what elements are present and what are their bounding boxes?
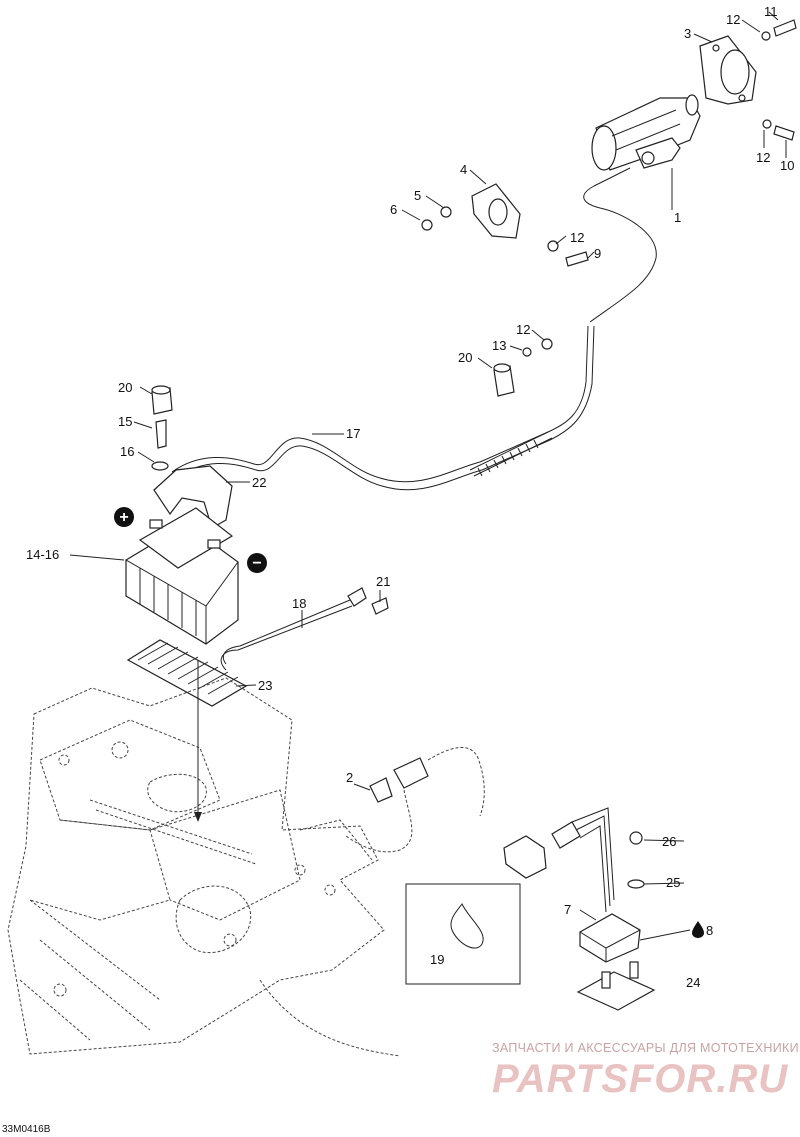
callout-6: 6: [390, 202, 397, 217]
callout-20-right: 20: [458, 350, 472, 365]
callout-12-right: 12: [756, 150, 770, 165]
callout-8: 8: [706, 923, 713, 938]
battery-bolt: [151, 419, 169, 471]
callout-19: 19: [430, 952, 444, 967]
callout-18: 18: [292, 596, 306, 611]
fluid-drop-icon: [692, 921, 704, 938]
callout-12-top: 12: [726, 12, 740, 27]
callout-23: 23: [258, 678, 272, 693]
callout-3: 3: [684, 26, 691, 41]
callout-21: 21: [376, 574, 390, 589]
callout-26: 26: [662, 834, 676, 849]
positive-terminal-icon: +: [114, 507, 134, 527]
watermark-tagline: ЗАПЧАСТИ И АКСЕССУАРЫ ДЛЯ МОТОТЕХНИКИ: [492, 1041, 799, 1055]
callout-14-16: 14-16: [26, 547, 59, 562]
callout-13: 13: [492, 338, 506, 353]
callout-1: 1: [674, 210, 681, 225]
drawing-code: 33M0416B: [2, 1124, 51, 1135]
callout-20-left: 20: [118, 380, 132, 395]
callout-7: 7: [564, 902, 571, 917]
watermark-logo: PARTSFOR.RU: [492, 1057, 789, 1101]
leader-lines: [69, 11, 787, 941]
callout-22: 22: [252, 475, 266, 490]
callout-9: 9: [594, 246, 601, 261]
callout-10: 10: [780, 158, 794, 173]
chassis-frame: [7, 660, 401, 1057]
callout-labels: 1 2 3 4 5 6 7 8 9 10 11 12 12 12 12 13 1…: [26, 4, 794, 990]
starter-motor: [591, 94, 701, 171]
fastener-set: [421, 19, 797, 357]
starter-support-plate: [471, 183, 521, 239]
battery-clamp: [153, 465, 233, 529]
callout-5: 5: [414, 188, 421, 203]
callout-15: 15: [118, 414, 132, 429]
voltage-regulator: [503, 807, 656, 1011]
callout-24: 24: [686, 975, 700, 990]
fuse-holder: [345, 746, 485, 853]
callout-12-lower: 12: [516, 322, 530, 337]
callout-11: 11: [764, 4, 778, 19]
callout-4: 4: [460, 162, 467, 177]
starter-bracket: [699, 35, 757, 105]
terminal-boot: [151, 363, 515, 415]
svg-text:−: −: [252, 555, 261, 572]
battery: [125, 507, 239, 645]
callout-17: 17: [346, 426, 360, 441]
negative-terminal-icon: −: [247, 553, 267, 573]
callout-2: 2: [346, 770, 353, 785]
callout-16: 16: [120, 444, 134, 459]
callout-25: 25: [666, 875, 680, 890]
cable-routing: [171, 167, 657, 671]
svg-text:+: +: [119, 509, 128, 526]
detail-inset-19: [405, 883, 521, 985]
callout-12-mid: 12: [570, 230, 584, 245]
